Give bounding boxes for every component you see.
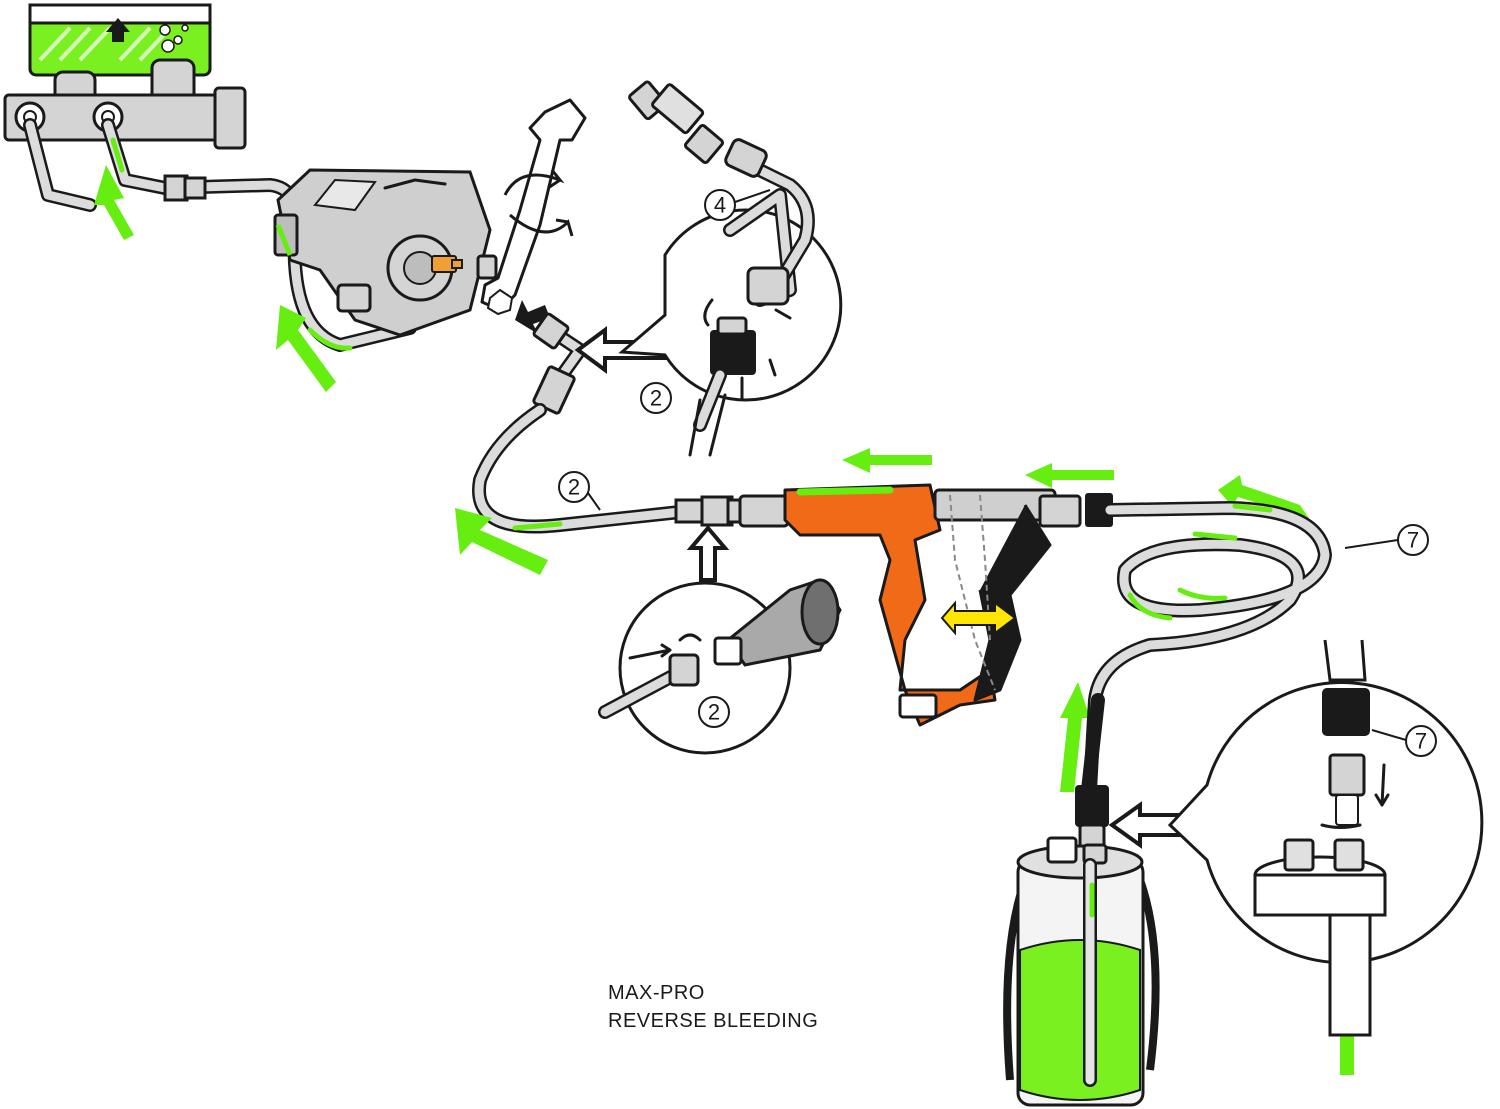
squeeze-arrow-icon <box>940 600 1017 636</box>
fluid-bottle <box>1003 836 1160 1107</box>
svg-text:7: 7 <box>1407 528 1419 553</box>
svg-text:4: 4 <box>714 193 726 218</box>
push-arrow-icon <box>515 300 550 334</box>
label-hose-7-detail: 7 <box>1371 725 1437 757</box>
label-hose-7: 7 <box>1344 524 1429 556</box>
flow-arrow-icon <box>1060 682 1090 792</box>
flow-arrow-icon <box>1025 463 1114 488</box>
bleeding-gun <box>738 483 1113 727</box>
svg-text:2: 2 <box>568 475 580 500</box>
caption-title: MAX-PRO <box>608 982 705 1004</box>
hose-7 <box>1075 501 1332 852</box>
brake-caliper <box>273 168 498 337</box>
detail-callout-bottle-cap <box>1167 639 1484 1037</box>
svg-text:2: 2 <box>708 700 720 725</box>
label-hose-2-main: 2 <box>558 471 601 511</box>
bleeder-valve <box>431 255 463 273</box>
svg-text:7: 7 <box>1415 729 1427 754</box>
detail-adapter <box>688 316 756 457</box>
bleeder-adapter <box>532 312 587 415</box>
master-cylinder <box>3 3 247 150</box>
caption-subtitle: REVERSE BLEEDING <box>608 1010 819 1032</box>
flow-arrow-icon <box>842 448 932 473</box>
detail-callout-gun-inlet <box>598 524 842 755</box>
flow-arrow-icon <box>94 165 134 240</box>
label-hose-2-detail: 2 <box>698 696 730 728</box>
label-hose-2-upper: 2 <box>640 382 672 414</box>
rotate-arrow-icon <box>503 169 574 237</box>
flow-arrow-icon <box>455 508 548 575</box>
rotate-arrow-icon <box>703 298 792 400</box>
label-hose-4: 4 <box>704 189 771 221</box>
hose-2 <box>472 403 750 534</box>
fill-up-arrow-icon <box>106 18 130 42</box>
svg-text:2: 2 <box>650 386 662 411</box>
flow-arrow-icon <box>276 305 336 392</box>
bubbles-icon <box>159 24 189 53</box>
hose-4 <box>724 138 815 306</box>
wrench-icon <box>480 98 587 316</box>
bleeder-screw <box>628 80 724 164</box>
